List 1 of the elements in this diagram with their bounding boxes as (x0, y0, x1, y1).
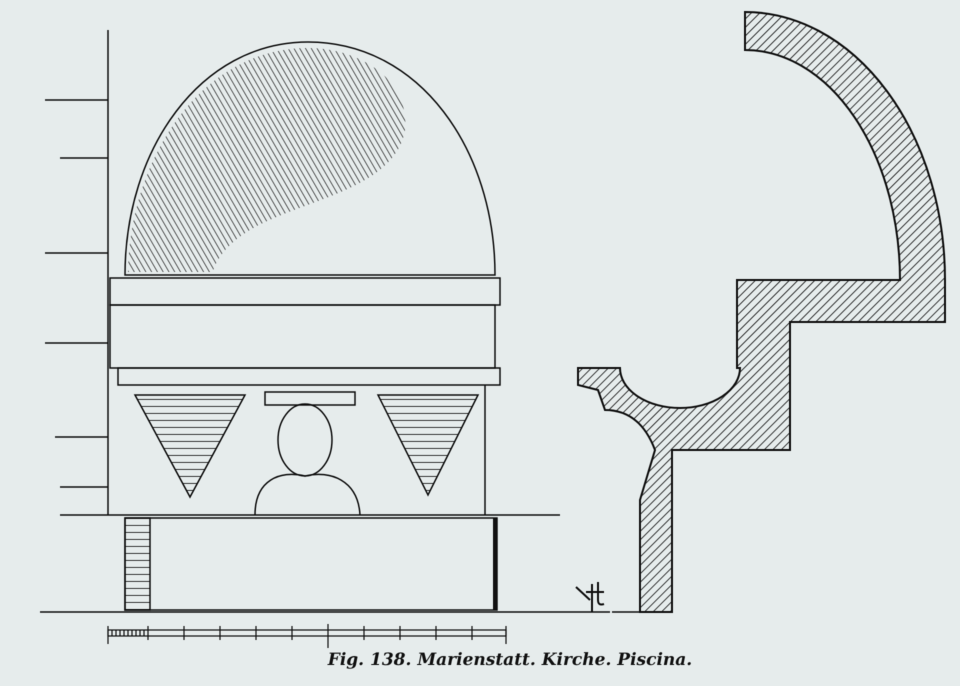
figure-caption: Fig. 138. Marienstatt. Kirche. Piscina. (326, 650, 694, 670)
